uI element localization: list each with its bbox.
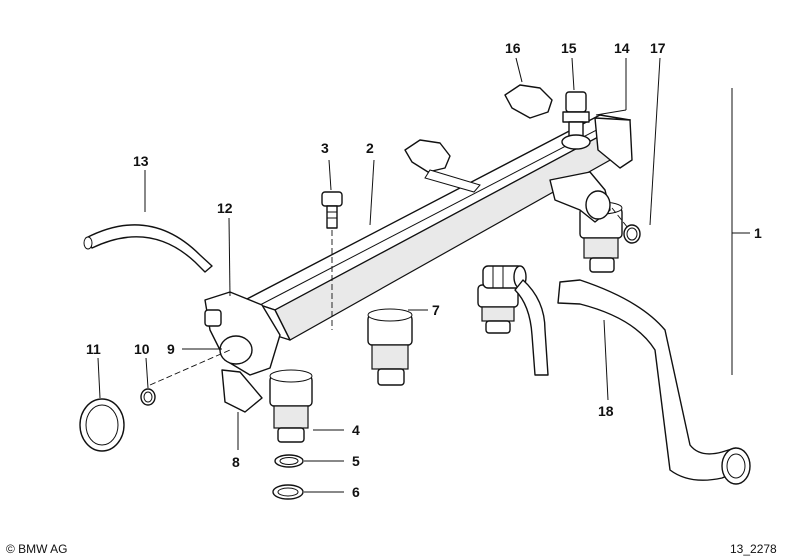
callout-18: 18 — [598, 403, 614, 419]
injector-3 — [477, 284, 519, 334]
callout-14: 14 — [614, 40, 630, 56]
o-ring-5 — [274, 454, 304, 468]
injector-1 — [269, 369, 313, 443]
callout-6: 6 — [352, 484, 360, 500]
callout-11: 11 — [86, 341, 101, 357]
callout-3: 3 — [321, 140, 329, 156]
callout-1: 1 — [754, 225, 762, 241]
rail-clip — [404, 84, 553, 193]
hose — [557, 279, 751, 485]
callout-15: 15 — [561, 40, 577, 56]
elbow-fitting — [549, 171, 629, 229]
callout-numbers: 1 2 3 4 5 6 7 8 9 10 11 12 13 14 15 16 1… — [86, 40, 762, 500]
vent-hose — [83, 224, 213, 273]
o-ring-11 — [79, 398, 125, 452]
callout-7: 7 — [432, 302, 440, 318]
return-fitting — [482, 265, 549, 376]
callout-9: 9 — [167, 341, 175, 357]
connector-block — [149, 291, 281, 413]
leader-lines — [97, 57, 750, 493]
callout-10: 10 — [134, 341, 150, 357]
callout-8: 8 — [232, 454, 240, 470]
drawing-id: 13_2278 — [730, 542, 777, 556]
o-ring-17 — [623, 224, 641, 244]
callout-17: 17 — [650, 40, 666, 56]
copyright-text: © BMW AG — [6, 542, 68, 556]
callout-13: 13 — [133, 153, 149, 169]
valve-fitting — [561, 91, 591, 150]
callout-4: 4 — [352, 422, 360, 438]
callout-16: 16 — [505, 40, 521, 56]
o-ring-10 — [140, 388, 156, 406]
o-ring-6 — [272, 484, 304, 500]
callout-2: 2 — [366, 140, 374, 156]
callout-12: 12 — [217, 200, 233, 216]
bolt — [321, 191, 343, 330]
callout-5: 5 — [352, 453, 360, 469]
injector-2 — [367, 308, 413, 386]
